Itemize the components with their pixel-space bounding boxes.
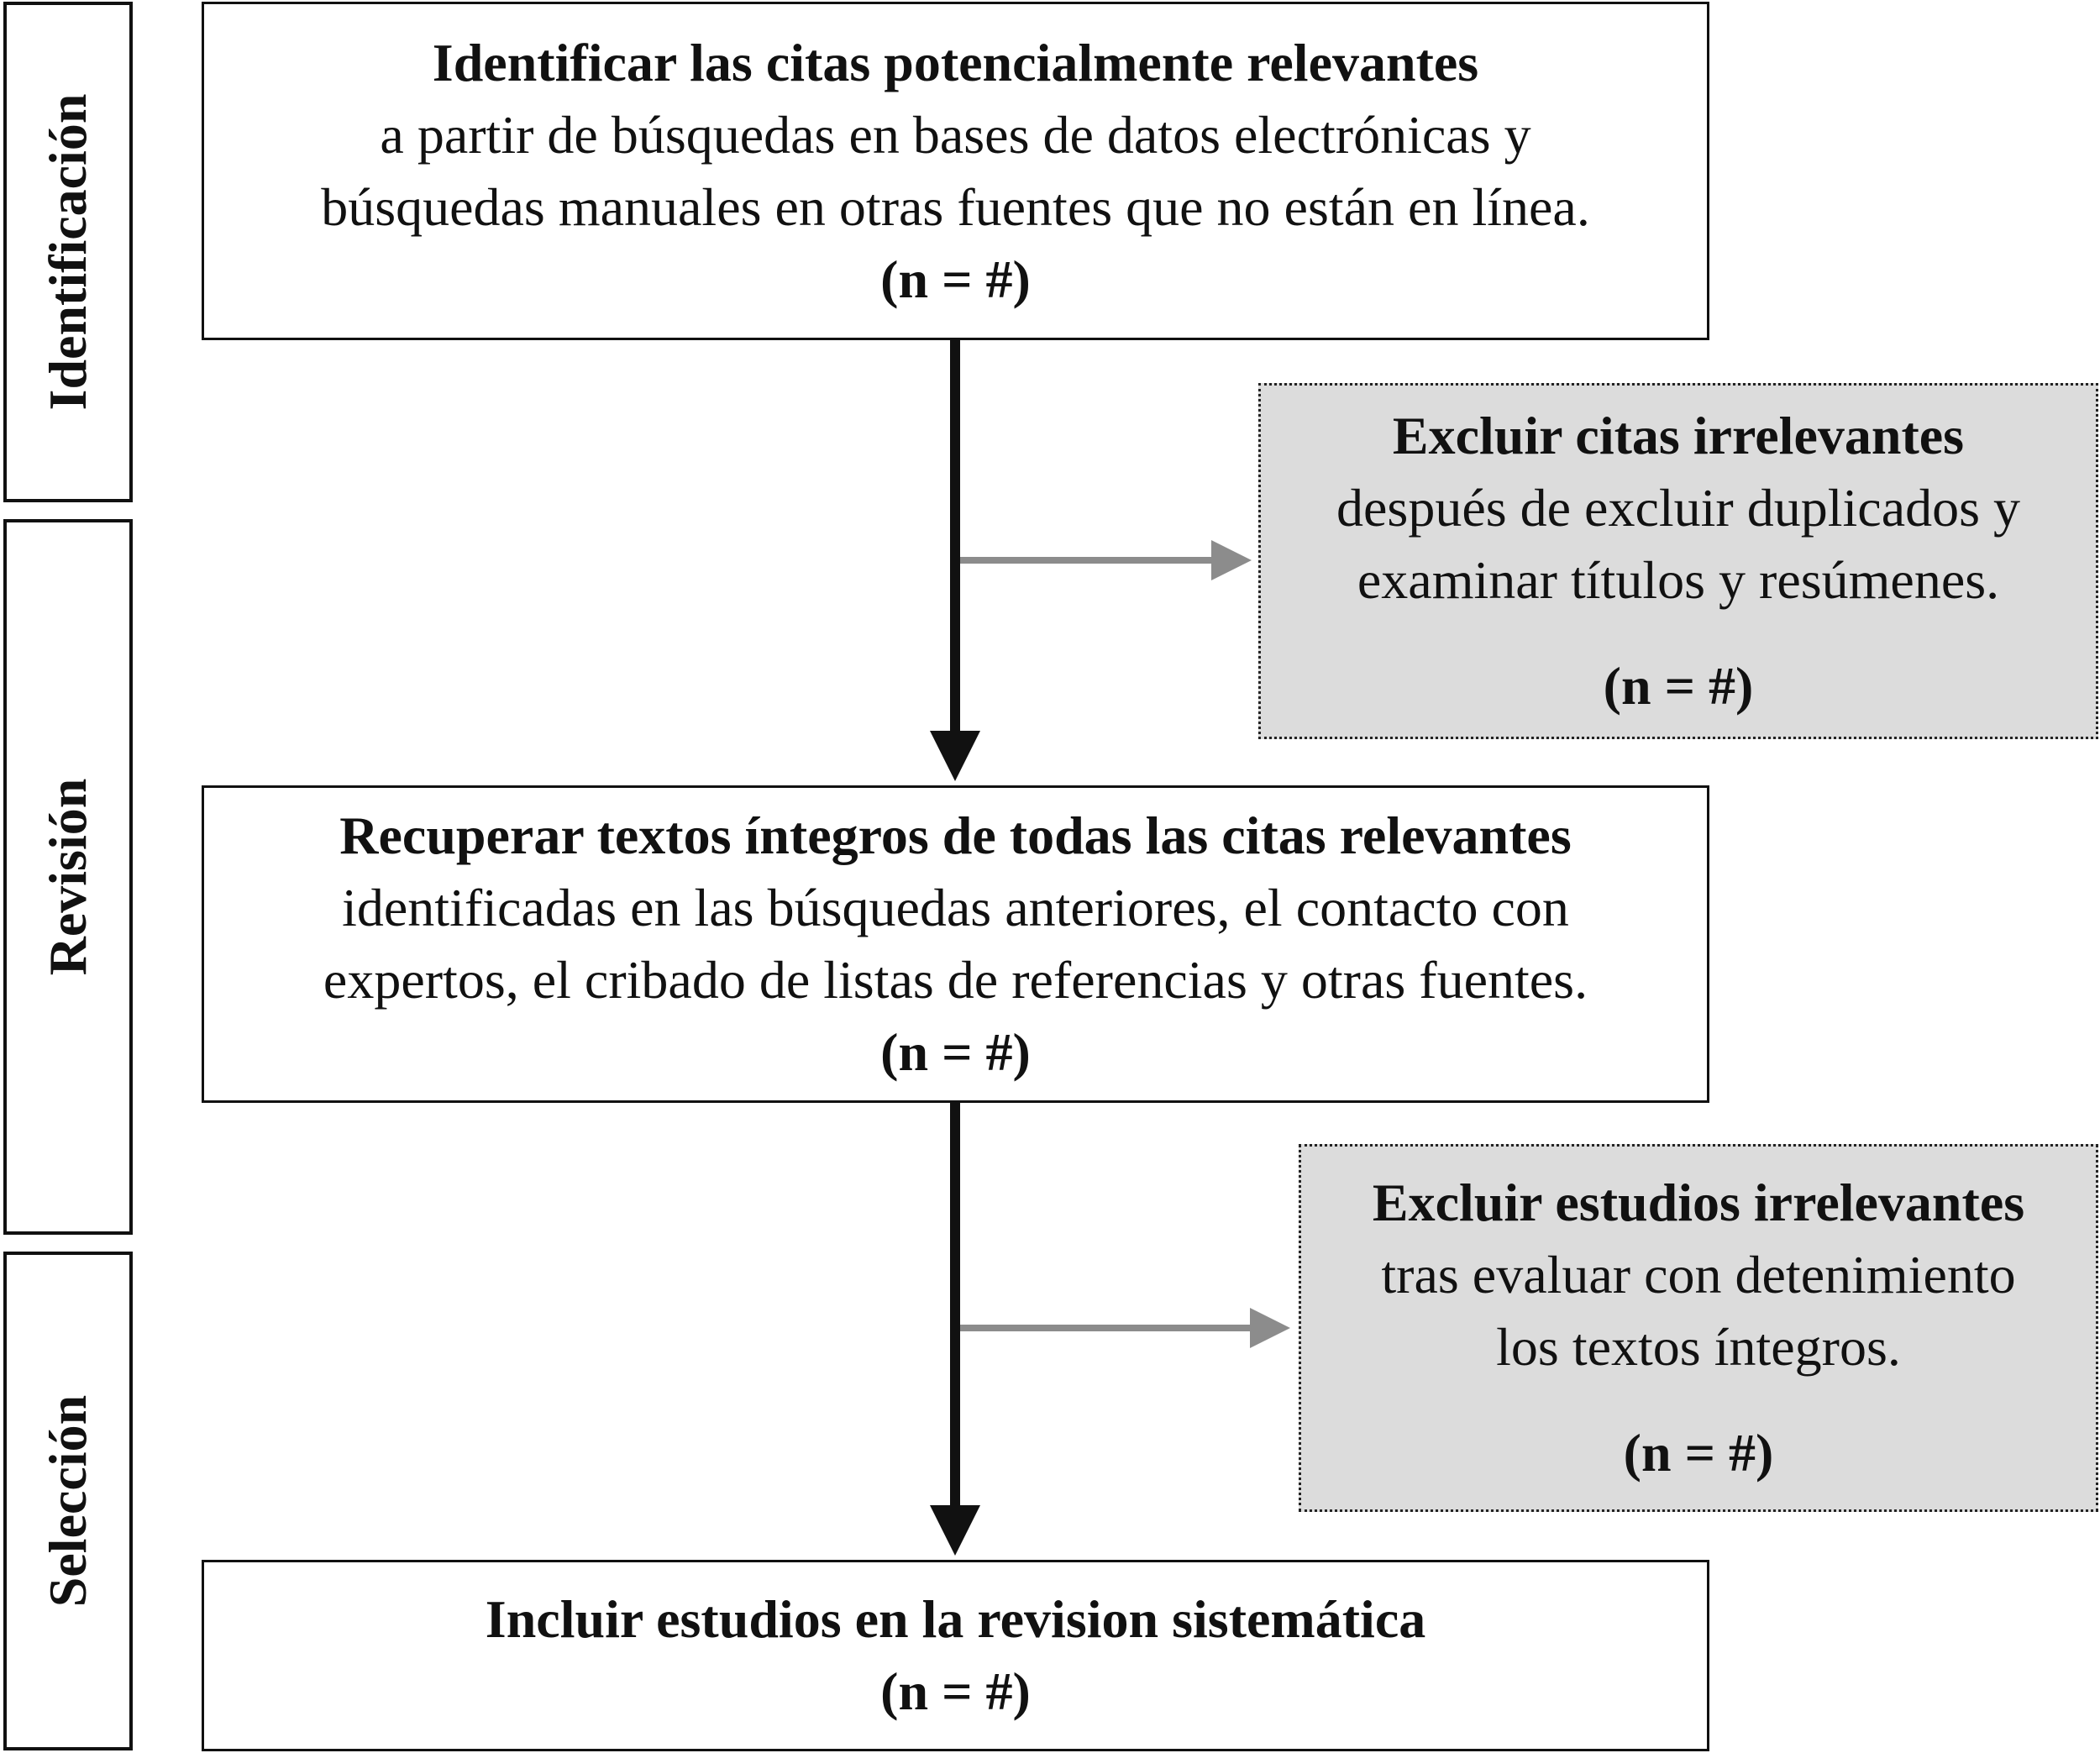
retrieve-line-2: expertos, el cribado de listas de refere… bbox=[323, 950, 1588, 1010]
exclude-citations-title: Excluir citas irrelevantes bbox=[1392, 406, 1965, 465]
retrieve-box: Recuperar textos íntegros de todas las c… bbox=[202, 785, 1709, 1103]
identify-title: Identificar las citas potencialmente rel… bbox=[432, 32, 1479, 92]
exclude-studies-count: (n = #) bbox=[1623, 1423, 1774, 1483]
exclude-citations-count: (n = #) bbox=[1603, 656, 1754, 716]
include-title: Incluir estudios en la revision sistemát… bbox=[485, 1589, 1426, 1649]
phase-identification: Identificación bbox=[3, 2, 133, 502]
exclude-studies-box: Excluir estudios irrelevantes tras evalu… bbox=[1299, 1144, 2098, 1512]
exclude-citations-box: Excluir citas irrelevantes después de ex… bbox=[1258, 383, 2098, 739]
exclude-citations-line-1: después de excluir duplicados y bbox=[1336, 478, 2020, 538]
retrieve-title: Recuperar textos íntegros de todas las c… bbox=[339, 806, 1572, 865]
exclude-studies-line-1: tras evaluar con detenimiento bbox=[1381, 1245, 2016, 1304]
include-count: (n = #) bbox=[880, 1661, 1031, 1721]
phase-selection: Selección bbox=[3, 1252, 133, 1750]
retrieve-line-1: identificadas en las búsquedas anteriore… bbox=[342, 878, 1569, 937]
phase-review: Revisión bbox=[3, 519, 133, 1235]
identify-line-1: a partir de búsquedas en bases de datos … bbox=[380, 104, 1531, 165]
retrieve-count: (n = #) bbox=[880, 1022, 1031, 1082]
exclude-citations-line-2: examinar títulos y resúmenes. bbox=[1357, 550, 2000, 610]
exclude-studies-line-2: los textos íntegros. bbox=[1496, 1317, 1901, 1377]
exclude-studies-title: Excluir estudios irrelevantes bbox=[1372, 1173, 2025, 1232]
include-box: Incluir estudios en la revision sistemát… bbox=[202, 1560, 1709, 1751]
identify-count: (n = #) bbox=[880, 249, 1031, 309]
identify-line-2: búsquedas manuales en otras fuentes que … bbox=[321, 176, 1590, 237]
identify-box: Identificar las citas potencialmente rel… bbox=[202, 2, 1709, 340]
